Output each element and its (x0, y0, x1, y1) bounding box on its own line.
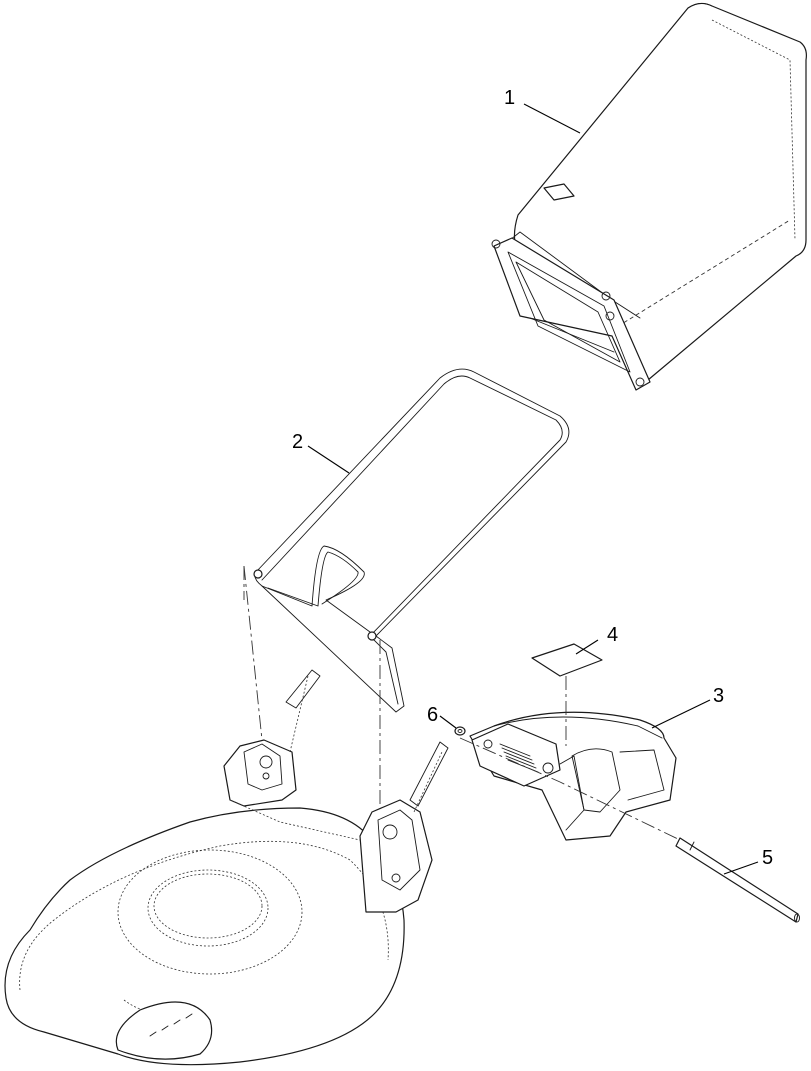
leader-6 (439, 715, 457, 729)
leader-1 (523, 103, 581, 134)
callout-5: 5 (762, 847, 774, 869)
leader-5 (723, 861, 759, 875)
callout-3: 3 (713, 685, 725, 707)
mower-deck (4, 669, 449, 1066)
callout-4: 4 (607, 624, 619, 646)
bag-frame (253, 368, 570, 713)
hinge-rod (675, 837, 800, 923)
leader-2 (307, 445, 350, 474)
callout-2: 2 (292, 431, 304, 453)
leader-4 (575, 639, 599, 655)
grass-bag (491, 2, 807, 391)
callout-1: 1 (504, 87, 516, 109)
label-decal (531, 643, 603, 677)
leader-3 (651, 699, 711, 729)
retaining-ring (454, 726, 466, 736)
mulch-chute (469, 711, 677, 841)
assembly-line-left (243, 565, 263, 741)
hinge-axis-line (459, 737, 681, 841)
callout-6: 6 (427, 704, 439, 726)
